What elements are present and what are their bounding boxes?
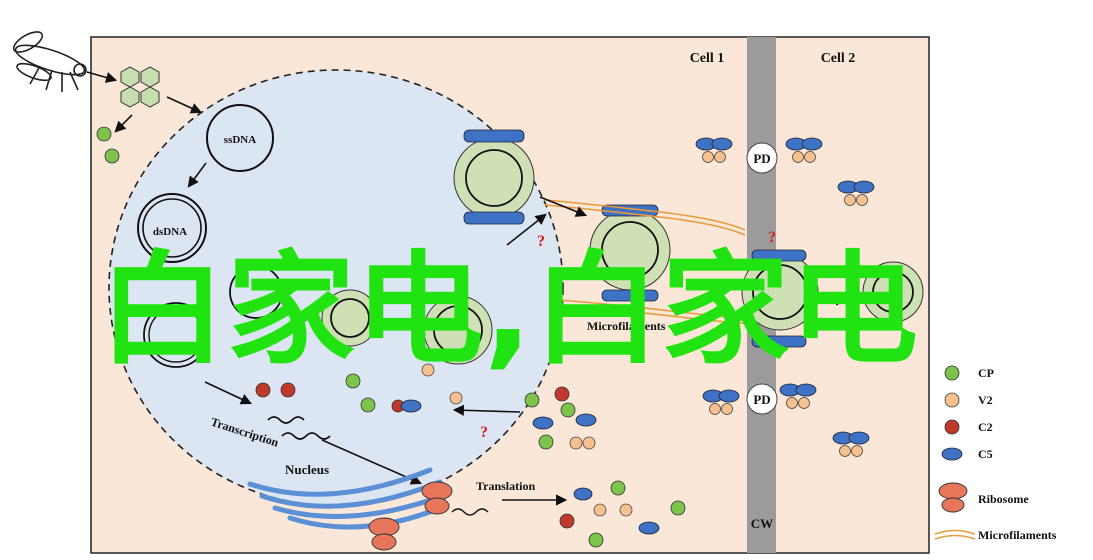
virion-assembly <box>862 261 924 323</box>
legend-c5-label: C5 <box>978 447 993 461</box>
legend-ribosome-label: Ribosome <box>978 492 1029 506</box>
replication-circle <box>143 302 209 368</box>
virion-assembly <box>453 129 535 225</box>
watermark-text: 白家电,白家电 <box>98 239 918 381</box>
virion-assembly <box>423 295 493 365</box>
legend-ribosome-swatch <box>938 482 968 513</box>
replication-circle <box>229 265 283 319</box>
c5-protein <box>400 399 422 413</box>
cell1-label: Cell 1 <box>690 51 725 66</box>
virion-assembly <box>589 204 671 302</box>
arrow-insect-to-virus <box>86 71 118 83</box>
virion-assembly <box>741 249 819 348</box>
cp-protein <box>588 532 604 548</box>
v2-protein <box>421 363 435 377</box>
ribosome <box>421 481 453 515</box>
arrow-transcription <box>204 381 253 405</box>
translation-label: Translation <box>476 479 535 493</box>
legend-microfilaments-swatch <box>934 529 976 540</box>
cp-protein <box>345 373 361 389</box>
arrow-virus-to-cp <box>114 114 133 133</box>
c2-protein <box>559 513 575 529</box>
replication-circle <box>148 307 204 363</box>
protein-complex <box>832 431 870 457</box>
pd-label: PD <box>753 392 770 407</box>
arrow-ssdna-to-dsdna <box>187 162 207 188</box>
virus-particles-icon <box>120 66 160 108</box>
question-mark: ? <box>480 424 488 441</box>
dsdna-circle-outer <box>137 193 207 263</box>
c5-protein <box>638 521 660 535</box>
legend-v2-label: V2 <box>978 393 993 407</box>
arrow-virus-to-ssdna <box>166 96 203 114</box>
microfilaments-label: Microfilaments <box>587 319 666 333</box>
legend: CP V2 C2 C5 Ribosome Microfilaments <box>934 365 1057 542</box>
pd-circle <box>746 142 778 174</box>
legend-microfilaments-label: Microfilaments <box>978 528 1057 542</box>
dsdna-circle-inner <box>142 198 202 258</box>
v2-protein <box>582 436 596 450</box>
arrow-mrna-to-ribosome <box>321 439 423 485</box>
protein-complex <box>695 137 733 163</box>
c5-protein <box>532 416 554 430</box>
pd-circle <box>746 383 778 415</box>
cp-protein <box>560 402 576 418</box>
legend-c2-label: C2 <box>978 420 993 434</box>
insect-vector-icon <box>12 31 87 92</box>
ssdna-circle <box>206 104 274 172</box>
cp-protein <box>360 397 376 413</box>
c2-protein <box>255 382 271 398</box>
cp-protein <box>96 126 112 142</box>
mrna-icon <box>281 432 331 440</box>
legend-v2-swatch <box>944 392 960 408</box>
arrow-to-nucleus <box>452 404 521 416</box>
nucleus-label: Nucleus <box>285 462 329 477</box>
v2-protein <box>569 436 583 450</box>
protein-complex <box>837 180 875 206</box>
mrna-icon <box>267 416 305 424</box>
ribosome <box>368 517 400 551</box>
v2-protein <box>619 503 633 517</box>
cell2-label: Cell 2 <box>821 51 856 66</box>
cp-protein <box>610 480 626 496</box>
arrow-to-microfilament <box>506 213 547 246</box>
c2-protein <box>554 386 570 402</box>
virion-assembly <box>321 289 379 347</box>
protein-complex <box>785 137 823 163</box>
pd-label: PD <box>753 151 770 166</box>
cp-protein <box>538 434 554 450</box>
ssdna-label: ssDNA <box>224 134 256 146</box>
endoplasmic-reticulum <box>247 467 448 530</box>
legend-cp-swatch <box>944 365 960 381</box>
cp-protein <box>670 500 686 516</box>
legend-cp-label: CP <box>978 366 994 380</box>
c2-protein <box>280 382 296 398</box>
v2-protein <box>593 503 607 517</box>
mrna-icon <box>451 508 489 516</box>
c5-protein <box>573 487 593 501</box>
v2-protein <box>449 391 463 405</box>
cp-protein <box>104 148 120 164</box>
c5-protein <box>575 413 597 427</box>
protein-complex <box>779 383 817 409</box>
arrow-to-microfilament <box>539 196 588 217</box>
legend-c5-swatch <box>941 447 963 461</box>
dsdna-label: dsDNA <box>153 226 187 238</box>
question-mark: ? <box>768 229 776 246</box>
legend-c2-swatch <box>944 419 960 435</box>
cell-wall-label: CW <box>751 516 773 531</box>
question-mark: ? <box>537 233 545 250</box>
cp-protein <box>524 392 540 408</box>
protein-complex <box>702 389 740 415</box>
